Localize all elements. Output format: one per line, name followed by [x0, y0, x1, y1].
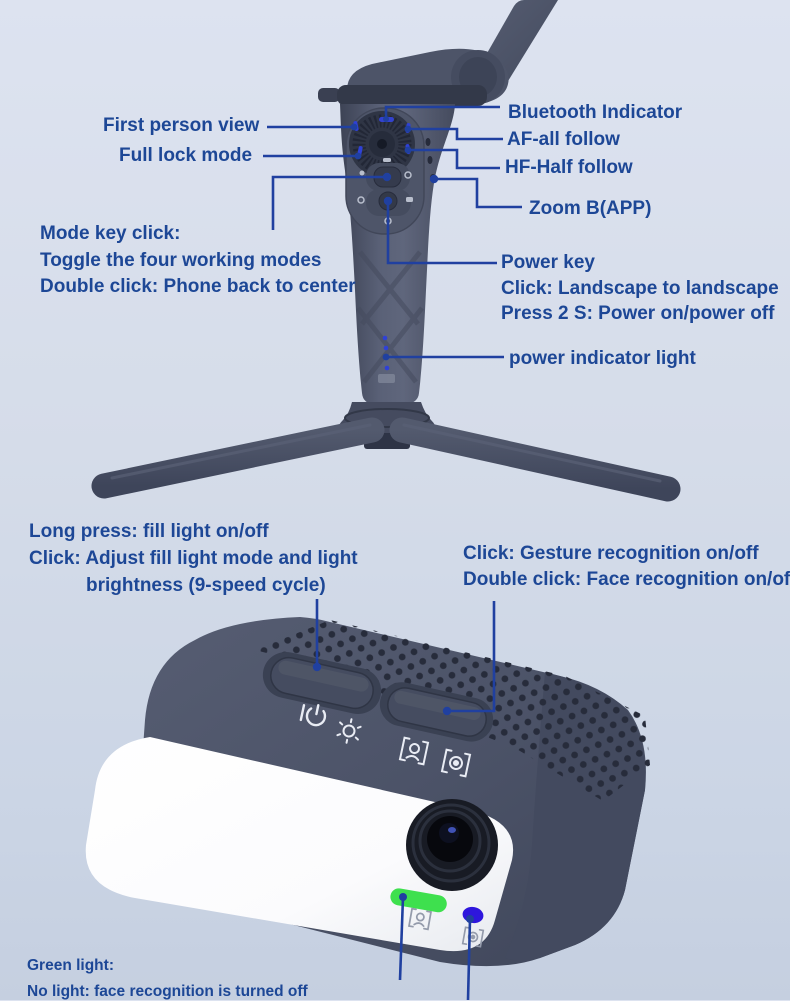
annotation-line: Long press: fill light on/off	[29, 521, 269, 542]
annotation-line: Double click: Face recognition on/off	[463, 568, 790, 590]
brand-badge	[378, 374, 395, 383]
face-frame-icon	[407, 907, 433, 931]
tripod-leg-right	[389, 417, 681, 502]
annotation-line: brightness (9-speed cycle)	[86, 575, 326, 596]
annotation-line: Click: Adjust fill light mode and light	[29, 548, 358, 569]
fill-light-icon	[336, 718, 362, 744]
gesture-recognition-icon	[398, 736, 430, 766]
annotation-line: Press 2 S: Power on/power off	[501, 303, 775, 324]
annotation-zoom-b-app: Zoom B(APP)	[529, 198, 652, 219]
tripod	[91, 402, 681, 502]
annotation-line: Click: Gesture recognition on/off	[463, 543, 759, 564]
annotation-af-all-follow: AF-all follow	[507, 129, 620, 150]
annotation-green-light: Green light:	[27, 957, 114, 974]
callout-dots	[312, 116, 474, 923]
callout-hf	[407, 148, 500, 170]
annotation-line: Power key	[501, 252, 595, 273]
fill-light-button	[262, 651, 382, 715]
annotation-power-indicator-light: power indicator light	[509, 348, 696, 369]
annotation-line: Mode key click:	[40, 223, 181, 244]
annotation-hf-half-follow: HF-Half follow	[505, 157, 633, 178]
annotation-fill-light: Long press: fill light on/off Click: Adj…	[29, 518, 358, 599]
callout-green-indicator	[398, 896, 405, 981]
annotation-gesture: Click: Gesture recognition on/off Double…	[463, 541, 790, 592]
annotation-bluetooth-indicator: Bluetooth Indicator	[508, 102, 683, 123]
annotation-no-light: No light: face recognition is turned off	[27, 983, 308, 1000]
tripod-leg-left	[91, 417, 385, 499]
callout-power-key	[386, 201, 497, 265]
callout-af	[407, 127, 503, 141]
callout-bluetooth	[384, 105, 500, 120]
fill-light-box-illustration	[85, 617, 650, 967]
annotation-full-lock-mode: Full lock mode	[119, 145, 253, 166]
callout-lines	[263, 105, 522, 1000]
power-icon	[299, 704, 327, 727]
camera-lens	[406, 799, 498, 891]
handle-top-cap	[337, 85, 487, 106]
annotation-mode-key: Mode key click: Toggle the four working …	[40, 221, 356, 301]
annotation-power-key: Power key Click: Landscape to landscape …	[501, 250, 779, 327]
callout-gesture	[447, 601, 496, 713]
callout-blue-indicator	[466, 918, 472, 1000]
callout-mode-key	[271, 175, 387, 230]
annotation-line: Toggle the four working modes	[40, 249, 322, 271]
gimbal-illustration	[91, 0, 681, 502]
annotation-line: Double click: Phone back to center	[40, 276, 356, 297]
face-recognition-icon	[440, 748, 472, 778]
callout-zoom-b	[434, 177, 522, 209]
annotation-first-person-view: First person view	[103, 115, 260, 136]
annotation-line: Click: Landscape to landscape	[501, 277, 779, 299]
gesture-button	[379, 682, 494, 742]
